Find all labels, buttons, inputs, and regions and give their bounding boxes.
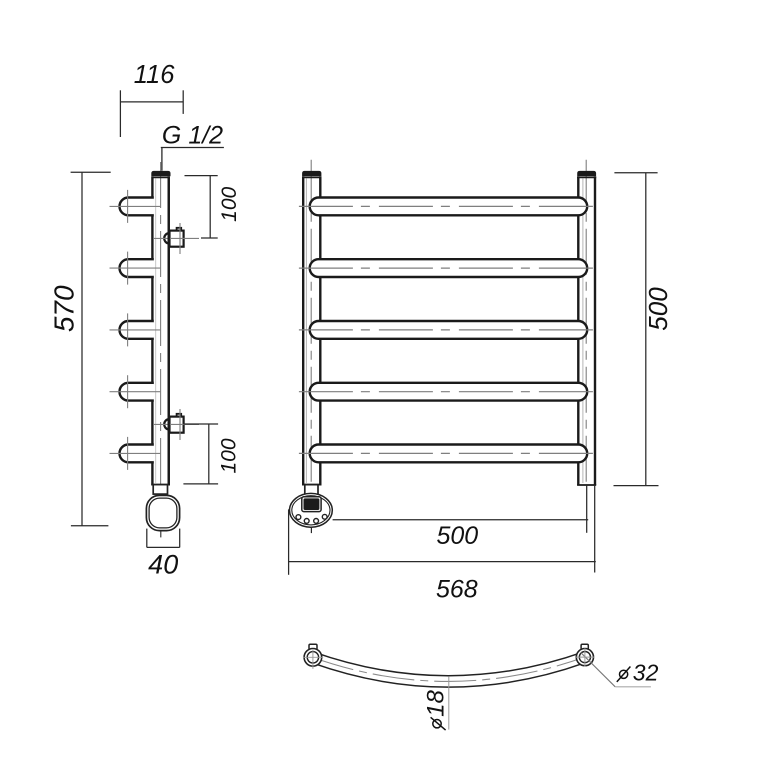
svg-text:40: 40 [148,549,178,579]
svg-text:100: 100 [218,186,241,221]
svg-text:570: 570 [49,285,80,332]
svg-text:568: 568 [436,575,478,603]
svg-text:116: 116 [134,61,175,89]
svg-text:18: 18 [422,690,449,717]
svg-text:G 1/2: G 1/2 [162,122,223,150]
svg-text:500: 500 [643,287,673,331]
svg-text:32: 32 [633,659,659,685]
svg-text:500: 500 [436,522,478,550]
svg-text:100: 100 [218,438,241,473]
